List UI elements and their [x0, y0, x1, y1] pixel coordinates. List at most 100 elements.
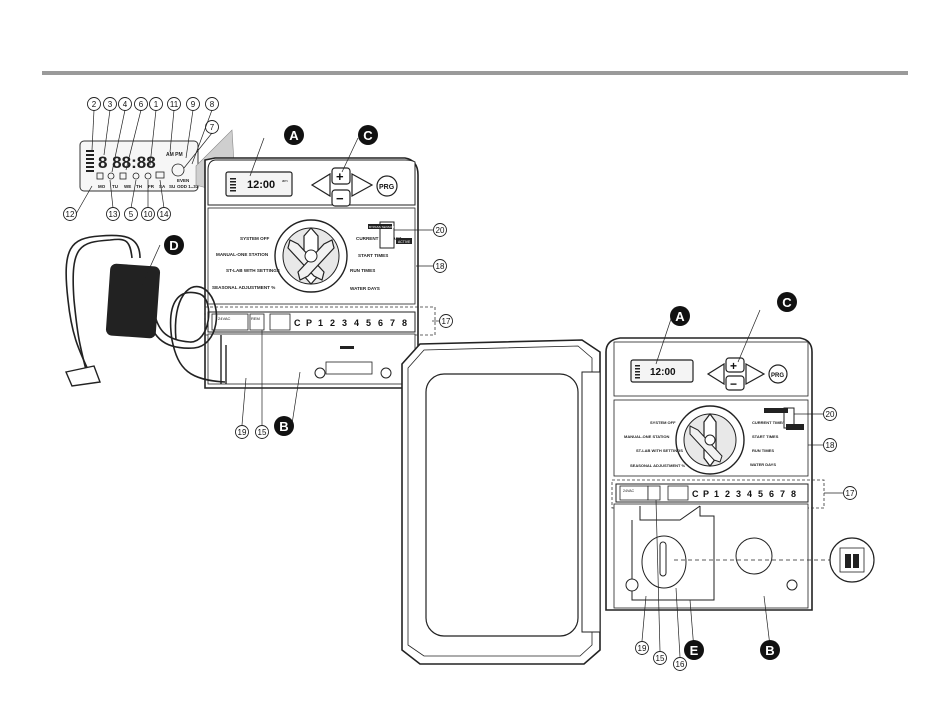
front-term-5: 5: [366, 318, 371, 328]
right-arrow-hand-button[interactable]: [351, 172, 374, 198]
callout-7: 7: [210, 123, 215, 132]
dial-run-times: RUN TIMES: [350, 268, 375, 273]
front-term-c: C: [294, 318, 301, 328]
open-term-6: 6: [769, 489, 774, 499]
callout-D: D: [169, 238, 178, 253]
svg-text:TH: TH: [136, 184, 142, 189]
lcd-zoom-ampm: AM PM: [166, 152, 183, 158]
open-dial-sensor: ST-LAB WITH SETTINGS: [636, 448, 683, 453]
callout-14: 14: [160, 210, 169, 219]
prg-button[interactable]: [376, 175, 398, 197]
front-term-6: 6: [378, 318, 383, 328]
plus-button-label: +: [336, 169, 344, 184]
dial-sensor-settings: ST-LAB WITH SETTINGS: [226, 268, 280, 273]
lcd-front: [225, 171, 293, 197]
callout-9: 9: [191, 100, 196, 109]
sensor-switch-label: BYPASS SENSOR: [369, 225, 395, 229]
callout-A-open: A: [675, 309, 685, 324]
open-minus-label: −: [730, 377, 737, 391]
open-dial-seasonal: SEASONAL ADJUSTMENT %: [630, 463, 686, 468]
terminal-strip-open: 24VAC C P 1 2 3 4 5 6 7 8: [611, 479, 825, 509]
dial-front[interactable]: [274, 219, 348, 293]
callout-16-open: 16: [676, 660, 685, 669]
open-prg-label: PRG: [771, 373, 784, 379]
callout-E: E: [690, 643, 699, 658]
left-arrow-button[interactable]: [310, 172, 331, 198]
svg-text:FR: FR: [148, 184, 155, 189]
open-term-2: 2: [725, 489, 730, 499]
lcd-open: [630, 359, 694, 383]
callout-20-front: 20: [436, 226, 445, 235]
front-term-3: 3: [342, 318, 347, 328]
front-rem-label: REM: [251, 316, 260, 321]
number-callout-labels: 2 3 4 6 1 11 9 8 7 12 13 5 10 14 20 18 1…: [66, 100, 855, 669]
callout-A-front: A: [289, 128, 299, 143]
open-plus-label: +: [730, 359, 737, 373]
open-dial-manual: MANUAL-ONE STATION: [624, 434, 670, 439]
minus-button[interactable]: [331, 189, 351, 207]
open-ac-label: 24VAC: [623, 489, 635, 493]
controller-open: 12:00 + − PRG SYSTEM OFF MANUAL-ONE STAT…: [401, 337, 875, 665]
terminal-strip-front: 24VAC REM C P 1 2 3 4 5 6 7 8: [204, 306, 436, 336]
callout-4: 4: [123, 100, 128, 109]
front-term-p: P: [306, 318, 312, 328]
dial-start-times: START TIMES: [358, 253, 388, 258]
open-dial-system-off: SYSTEM OFF: [650, 420, 676, 425]
callout-8: 8: [210, 100, 215, 109]
lcd-zoom-digits: 8 88:88: [98, 153, 156, 172]
dial-manual-one-station: MANUAL-ONE STATION: [216, 252, 269, 257]
lcd-front-bars: [230, 178, 236, 192]
open-term-5: 5: [758, 489, 763, 499]
dial-water-days: WATER DAYS: [350, 286, 380, 291]
svg-text:MO: MO: [98, 184, 106, 189]
front-term-4: 4: [354, 318, 359, 328]
callout-17-front: 17: [442, 317, 451, 326]
lcd-icon-row: [96, 163, 185, 180]
open-dial-water-days: WATER DAYS: [750, 462, 776, 467]
lcd-front-ampm: am: [282, 178, 288, 183]
dial-current-time-day: CURRENT TIME/DAY: [356, 236, 401, 241]
sensor-active-label: ACTIVE: [398, 240, 411, 244]
plus-button[interactable]: [331, 167, 351, 185]
callout-3: 3: [108, 100, 113, 109]
controller-front: 12:00 am + − PRG SYSTEM OFF MANUAL-ONE S…: [204, 157, 436, 389]
callout-19-front: 19: [238, 428, 247, 437]
open-term-3: 3: [736, 489, 741, 499]
open-prg-button[interactable]: [768, 364, 788, 384]
callout-15-front: 15: [258, 428, 267, 437]
open-term-7: 7: [780, 489, 785, 499]
callout-B-front: B: [279, 419, 288, 434]
callout-11: 11: [170, 100, 179, 109]
leader-lines: [75, 109, 843, 658]
lcd-zoom-odd-even: EVEN: [177, 178, 189, 183]
open-left-arrow-button[interactable]: [706, 362, 725, 386]
callout-20-open: 20: [826, 410, 835, 419]
open-dial-run-times: RUN TIMES: [752, 448, 774, 453]
lcd-open-time: 12:00: [650, 367, 676, 378]
lcd-open-bars: [635, 365, 640, 379]
open-plus-button[interactable]: [725, 357, 745, 373]
callout-C-front: C: [363, 128, 373, 143]
callout-15-open: 15: [656, 654, 665, 663]
open-term-1: 1: [714, 489, 719, 499]
callout-C-open: C: [782, 295, 792, 310]
dial-system-off: SYSTEM OFF: [240, 236, 270, 241]
front-term-2: 2: [330, 318, 335, 328]
svg-text:SA: SA: [159, 184, 166, 189]
front-term-8: 8: [402, 318, 407, 328]
dial-open[interactable]: [675, 405, 745, 475]
open-term-p: P: [703, 489, 709, 499]
svg-text:TU: TU: [112, 184, 118, 189]
adapter-body: [105, 263, 161, 339]
open-term-c: C: [692, 489, 699, 499]
callout-17-open: 17: [846, 489, 855, 498]
lcd-zoom-interval: ODD 1..31: [177, 184, 199, 189]
svg-text:SU: SU: [169, 184, 175, 189]
lcd-bar-graph: [86, 150, 94, 172]
callout-6: 6: [139, 100, 144, 109]
open-right-arrow-button[interactable]: [745, 362, 766, 386]
callout-19-open: 19: [638, 644, 647, 653]
open-minus-button[interactable]: [725, 375, 745, 391]
